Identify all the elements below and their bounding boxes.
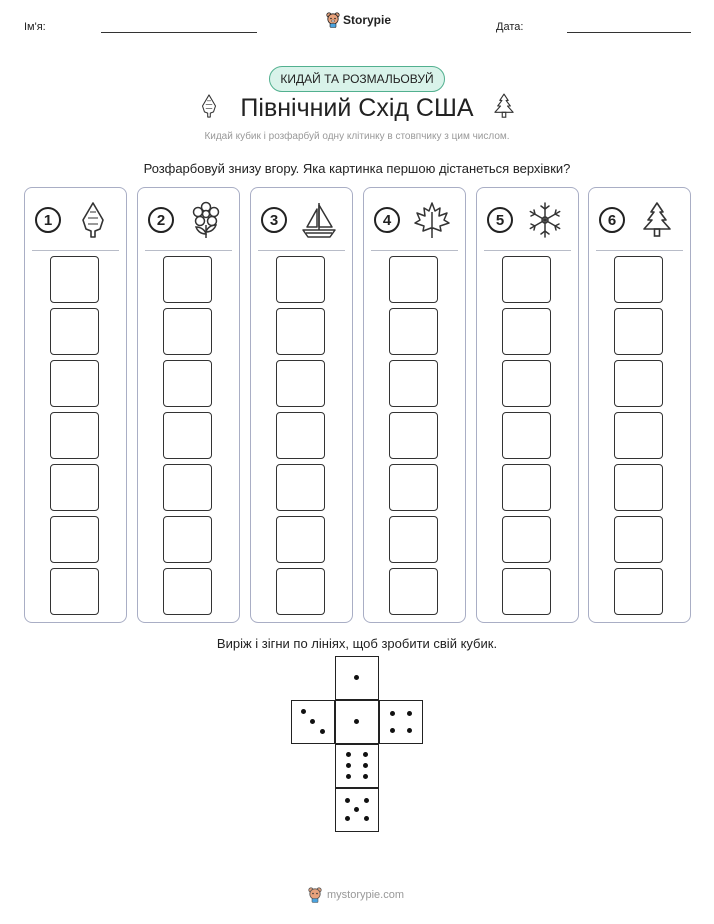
- pine-tree-icon: [494, 93, 514, 118]
- color-cell[interactable]: [50, 568, 99, 615]
- die-face-3: [291, 700, 335, 744]
- cut-instruction: Виріж і зігни по лініях, щоб зробити сві…: [216, 636, 498, 651]
- column-number: 5: [487, 207, 513, 233]
- color-cell[interactable]: [276, 568, 325, 615]
- arrowhead-icon: [201, 94, 217, 118]
- color-cell[interactable]: [50, 256, 99, 303]
- color-cell[interactable]: [50, 464, 99, 511]
- color-cell[interactable]: [614, 516, 663, 563]
- color-cell[interactable]: [50, 308, 99, 355]
- color-cell[interactable]: [276, 412, 325, 459]
- column-6: 6: [588, 187, 691, 623]
- snowflake-icon: [529, 202, 561, 238]
- color-cell[interactable]: [389, 516, 438, 563]
- footer: mystorypie.com: [308, 887, 404, 903]
- maple-leaf-icon: [414, 202, 450, 238]
- column-1: 1: [24, 187, 127, 623]
- date-label: Дата:: [496, 21, 524, 33]
- color-cell[interactable]: [276, 464, 325, 511]
- arrowhead-icon: [82, 202, 104, 238]
- column-divider: [145, 250, 232, 251]
- activity-badge: КИДАЙ ТА РОЗМАЛЬОВУЙ: [269, 66, 445, 92]
- pine-tree-icon: [643, 202, 671, 237]
- color-cell[interactable]: [163, 308, 212, 355]
- name-label: Ім'я:: [24, 21, 46, 33]
- column-number: 1: [35, 207, 61, 233]
- flower-icon: [192, 201, 220, 238]
- color-cell[interactable]: [614, 412, 663, 459]
- color-cell[interactable]: [50, 412, 99, 459]
- column-divider: [258, 250, 345, 251]
- page-title: Північний Схід США: [240, 94, 474, 122]
- color-cell[interactable]: [163, 568, 212, 615]
- color-cell[interactable]: [389, 568, 438, 615]
- column-3: 3: [250, 187, 353, 623]
- color-cell[interactable]: [502, 516, 551, 563]
- color-cell[interactable]: [50, 360, 99, 407]
- color-cell[interactable]: [163, 360, 212, 407]
- bear-mascot-icon: [326, 12, 340, 28]
- die-face-1: [335, 700, 379, 744]
- color-cell[interactable]: [502, 256, 551, 303]
- column-number: 2: [148, 207, 174, 233]
- brand-logo: Storypie: [326, 12, 391, 28]
- color-cell[interactable]: [276, 256, 325, 303]
- color-cell[interactable]: [502, 412, 551, 459]
- color-cell[interactable]: [389, 360, 438, 407]
- die-face-6: [335, 744, 379, 788]
- color-cell[interactable]: [389, 412, 438, 459]
- instruction-text: Розфарбовуй знизу вгору. Яка картинка пе…: [143, 161, 571, 176]
- color-cell[interactable]: [163, 256, 212, 303]
- subtitle: Кидай кубик і розфарбуй одну клітинку в …: [204, 131, 510, 142]
- color-cell[interactable]: [614, 360, 663, 407]
- color-cell[interactable]: [276, 308, 325, 355]
- color-cell[interactable]: [389, 256, 438, 303]
- column-divider: [32, 250, 119, 251]
- color-cell[interactable]: [389, 464, 438, 511]
- die-face-4: [379, 700, 423, 744]
- color-cell[interactable]: [276, 360, 325, 407]
- footer-url: mystorypie.com: [327, 889, 405, 901]
- color-cell[interactable]: [502, 464, 551, 511]
- color-cell[interactable]: [614, 464, 663, 511]
- column-number: 6: [599, 207, 625, 233]
- column-number: 4: [374, 207, 400, 233]
- name-line: [101, 32, 257, 33]
- column-divider: [596, 250, 683, 251]
- date-line: [567, 32, 691, 33]
- color-cell[interactable]: [614, 308, 663, 355]
- brand-name: Storypie: [343, 13, 392, 27]
- color-cell[interactable]: [502, 308, 551, 355]
- color-cell[interactable]: [50, 516, 99, 563]
- die-face-5: [335, 788, 379, 832]
- sailboat-icon: [302, 203, 336, 238]
- color-cell[interactable]: [276, 516, 325, 563]
- die-face-1: [335, 656, 379, 700]
- column-number: 3: [261, 207, 287, 233]
- color-cell[interactable]: [389, 308, 438, 355]
- color-cell[interactable]: [614, 568, 663, 615]
- color-cell[interactable]: [502, 360, 551, 407]
- color-cell[interactable]: [614, 256, 663, 303]
- column-divider: [484, 250, 571, 251]
- color-cell[interactable]: [163, 464, 212, 511]
- color-cell[interactable]: [502, 568, 551, 615]
- column-5: 5: [476, 187, 579, 623]
- column-2: 2: [137, 187, 240, 623]
- bear-mascot-icon: [308, 887, 322, 903]
- color-cell[interactable]: [163, 412, 212, 459]
- column-divider: [371, 250, 458, 251]
- color-cell[interactable]: [163, 516, 212, 563]
- column-4: 4: [363, 187, 466, 623]
